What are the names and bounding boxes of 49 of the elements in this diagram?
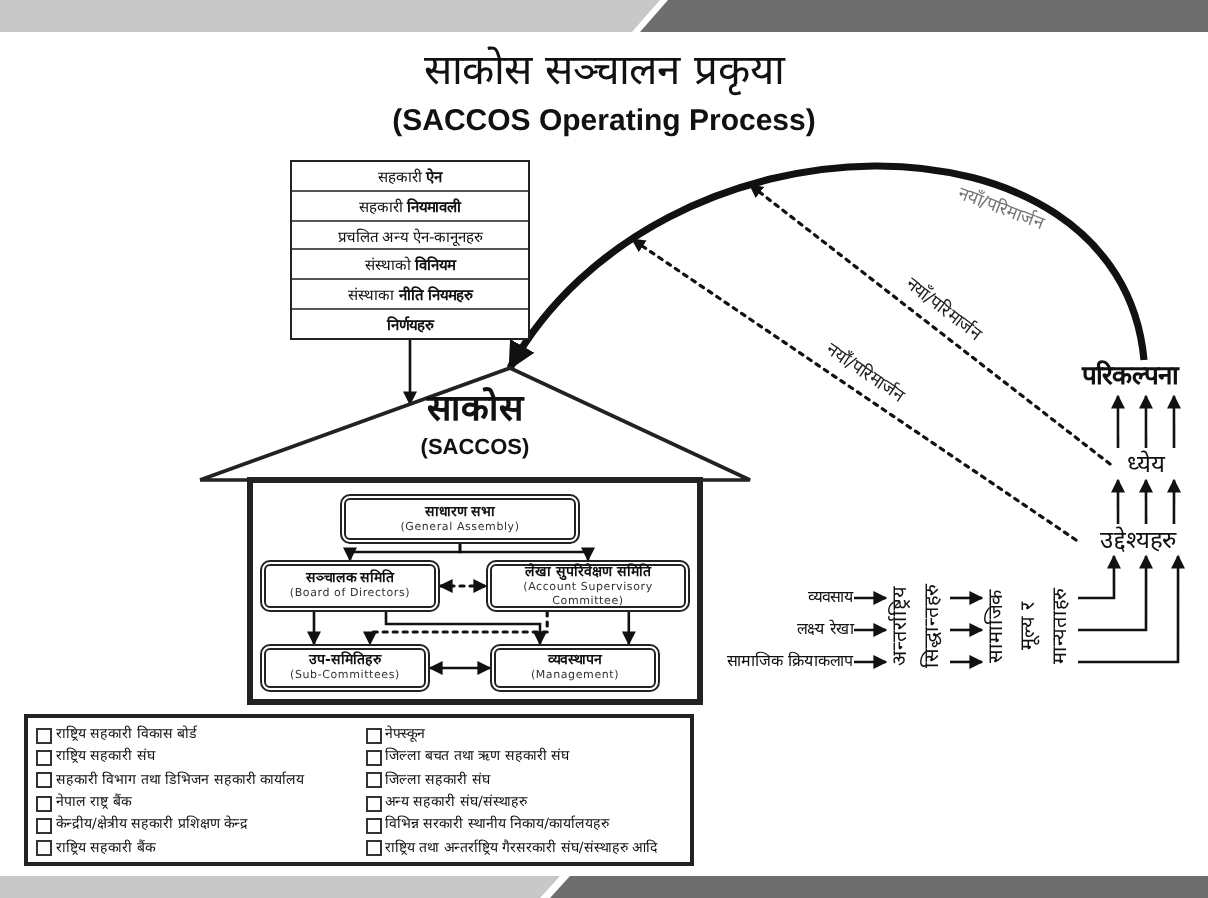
arrow: [950, 591, 984, 605]
arrow: [1111, 478, 1125, 524]
process-box: [490, 644, 660, 692]
dotted-arrow: [438, 579, 488, 593]
vertical-label: सिद्धान्तहरु: [922, 584, 946, 668]
arrow: [1139, 478, 1153, 524]
flow-label: लक्ष्य रेखा: [796, 618, 854, 642]
arrow: [950, 622, 984, 637]
process-box: [260, 560, 440, 612]
arrow: [950, 654, 984, 669]
goal-label: ध्येय: [1110, 448, 1182, 480]
vertical-label: मूल्य र: [1018, 601, 1042, 651]
dotted-arrow: [748, 183, 1112, 466]
process-box: [340, 494, 580, 544]
arrow: [1078, 554, 1186, 664]
dotted-arrow: [630, 237, 1078, 542]
vertical-label: मान्यताहरु: [1050, 588, 1074, 664]
arrow: [854, 623, 888, 637]
goal-label: परिकल्पना: [1060, 360, 1200, 396]
arrow: [307, 612, 321, 646]
goal-label: उद्देश्यहरु: [1076, 524, 1200, 556]
dotted-arrow: [363, 610, 549, 646]
arrow: [403, 340, 417, 406]
arrow: [1110, 394, 1125, 448]
arrow: [1167, 478, 1181, 524]
vertical-label: अन्तर्राष्ट्रिय: [890, 586, 914, 666]
arrow: [428, 661, 492, 675]
arrow: [1078, 554, 1154, 632]
vertical-label: सामाजिक: [986, 589, 1010, 663]
diagram-title: साकोस सञ्चालन प्रकृया: [421, 44, 788, 96]
process-box: [260, 644, 430, 692]
house-subtitle: (SACCOS): [418, 436, 532, 462]
flow-label: व्यवसाय: [808, 586, 854, 610]
checklist-box: [24, 714, 694, 866]
house-title: साकोस: [424, 388, 527, 432]
arrow: [1138, 394, 1153, 448]
arrow: [621, 612, 636, 646]
curved-arrow: [507, 162, 1148, 371]
arrow: [854, 591, 888, 605]
subtitle: (SACCOS Operating Process): [390, 104, 818, 140]
arrow: [343, 544, 462, 562]
arrow: [1078, 554, 1121, 600]
arrow: [384, 612, 547, 646]
regulation-box: [290, 160, 530, 340]
arrow: [1166, 394, 1181, 448]
process-box: [486, 560, 690, 612]
arrow: [854, 655, 888, 669]
arrow: [458, 544, 595, 562]
flow-label: सामाजिक क्रियाकलाप: [726, 650, 854, 674]
